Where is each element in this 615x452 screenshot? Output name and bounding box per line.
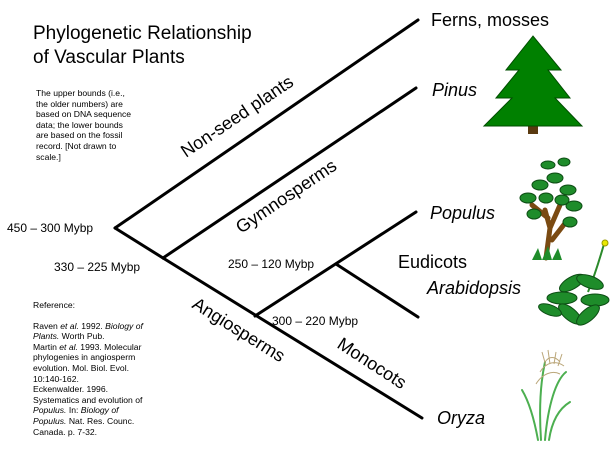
date-root: 450 – 300 Mybp [7, 221, 93, 235]
taxon-oryza: Oryza [437, 408, 485, 428]
method-note: The upper bounds (i.e., the older number… [36, 88, 132, 162]
taxon-pinus: Pinus [432, 80, 477, 100]
arabidopsis-illustration [538, 239, 610, 326]
reference-martin: Martin et al. 1993. Molecular phylogenie… [33, 341, 142, 384]
clade-gymnosperms: Gymnosperms [232, 155, 340, 237]
tree-branches [113, 18, 424, 420]
clade-monocots: Monocots [334, 334, 410, 393]
title-line-2: of Vascular Plants [33, 47, 185, 68]
branch-angiosperms [161, 256, 424, 420]
reference-heading: Reference: [33, 300, 76, 310]
branch-arabidopsis [334, 262, 420, 319]
branch-pinus [161, 86, 418, 260]
reference-block: Reference: Raven et al. 1992. Biology of… [33, 300, 151, 437]
poplar-illustration [519, 157, 583, 261]
reference-eckenwalder: Eckenwalder. 1996. Systematics and evolu… [33, 384, 143, 437]
taxon-populus: Populus [430, 203, 495, 223]
date-angio: 300 – 220 Mybp [272, 314, 358, 328]
date-eudicot: 250 – 120 Mybp [228, 257, 314, 271]
diagram-title: Phylogenetic Relationship of Vascular Pl… [33, 22, 252, 70]
taxon-arabidopsis: Arabidopsis [426, 278, 521, 298]
pine-tree-illustration [482, 35, 584, 134]
date-seed: 330 – 225 Mybp [54, 260, 140, 274]
title-line-1: Phylogenetic Relationship [33, 23, 252, 44]
branch-ferns [113, 18, 420, 230]
taxon-ferns: Ferns, mosses [431, 10, 549, 30]
reference-raven: Raven et al. 1992. Biology of Plants. Wo… [33, 320, 143, 342]
branch-root-seed [113, 226, 165, 260]
rice-illustration [521, 349, 571, 441]
clade-eudicots: Eudicots [398, 252, 467, 272]
